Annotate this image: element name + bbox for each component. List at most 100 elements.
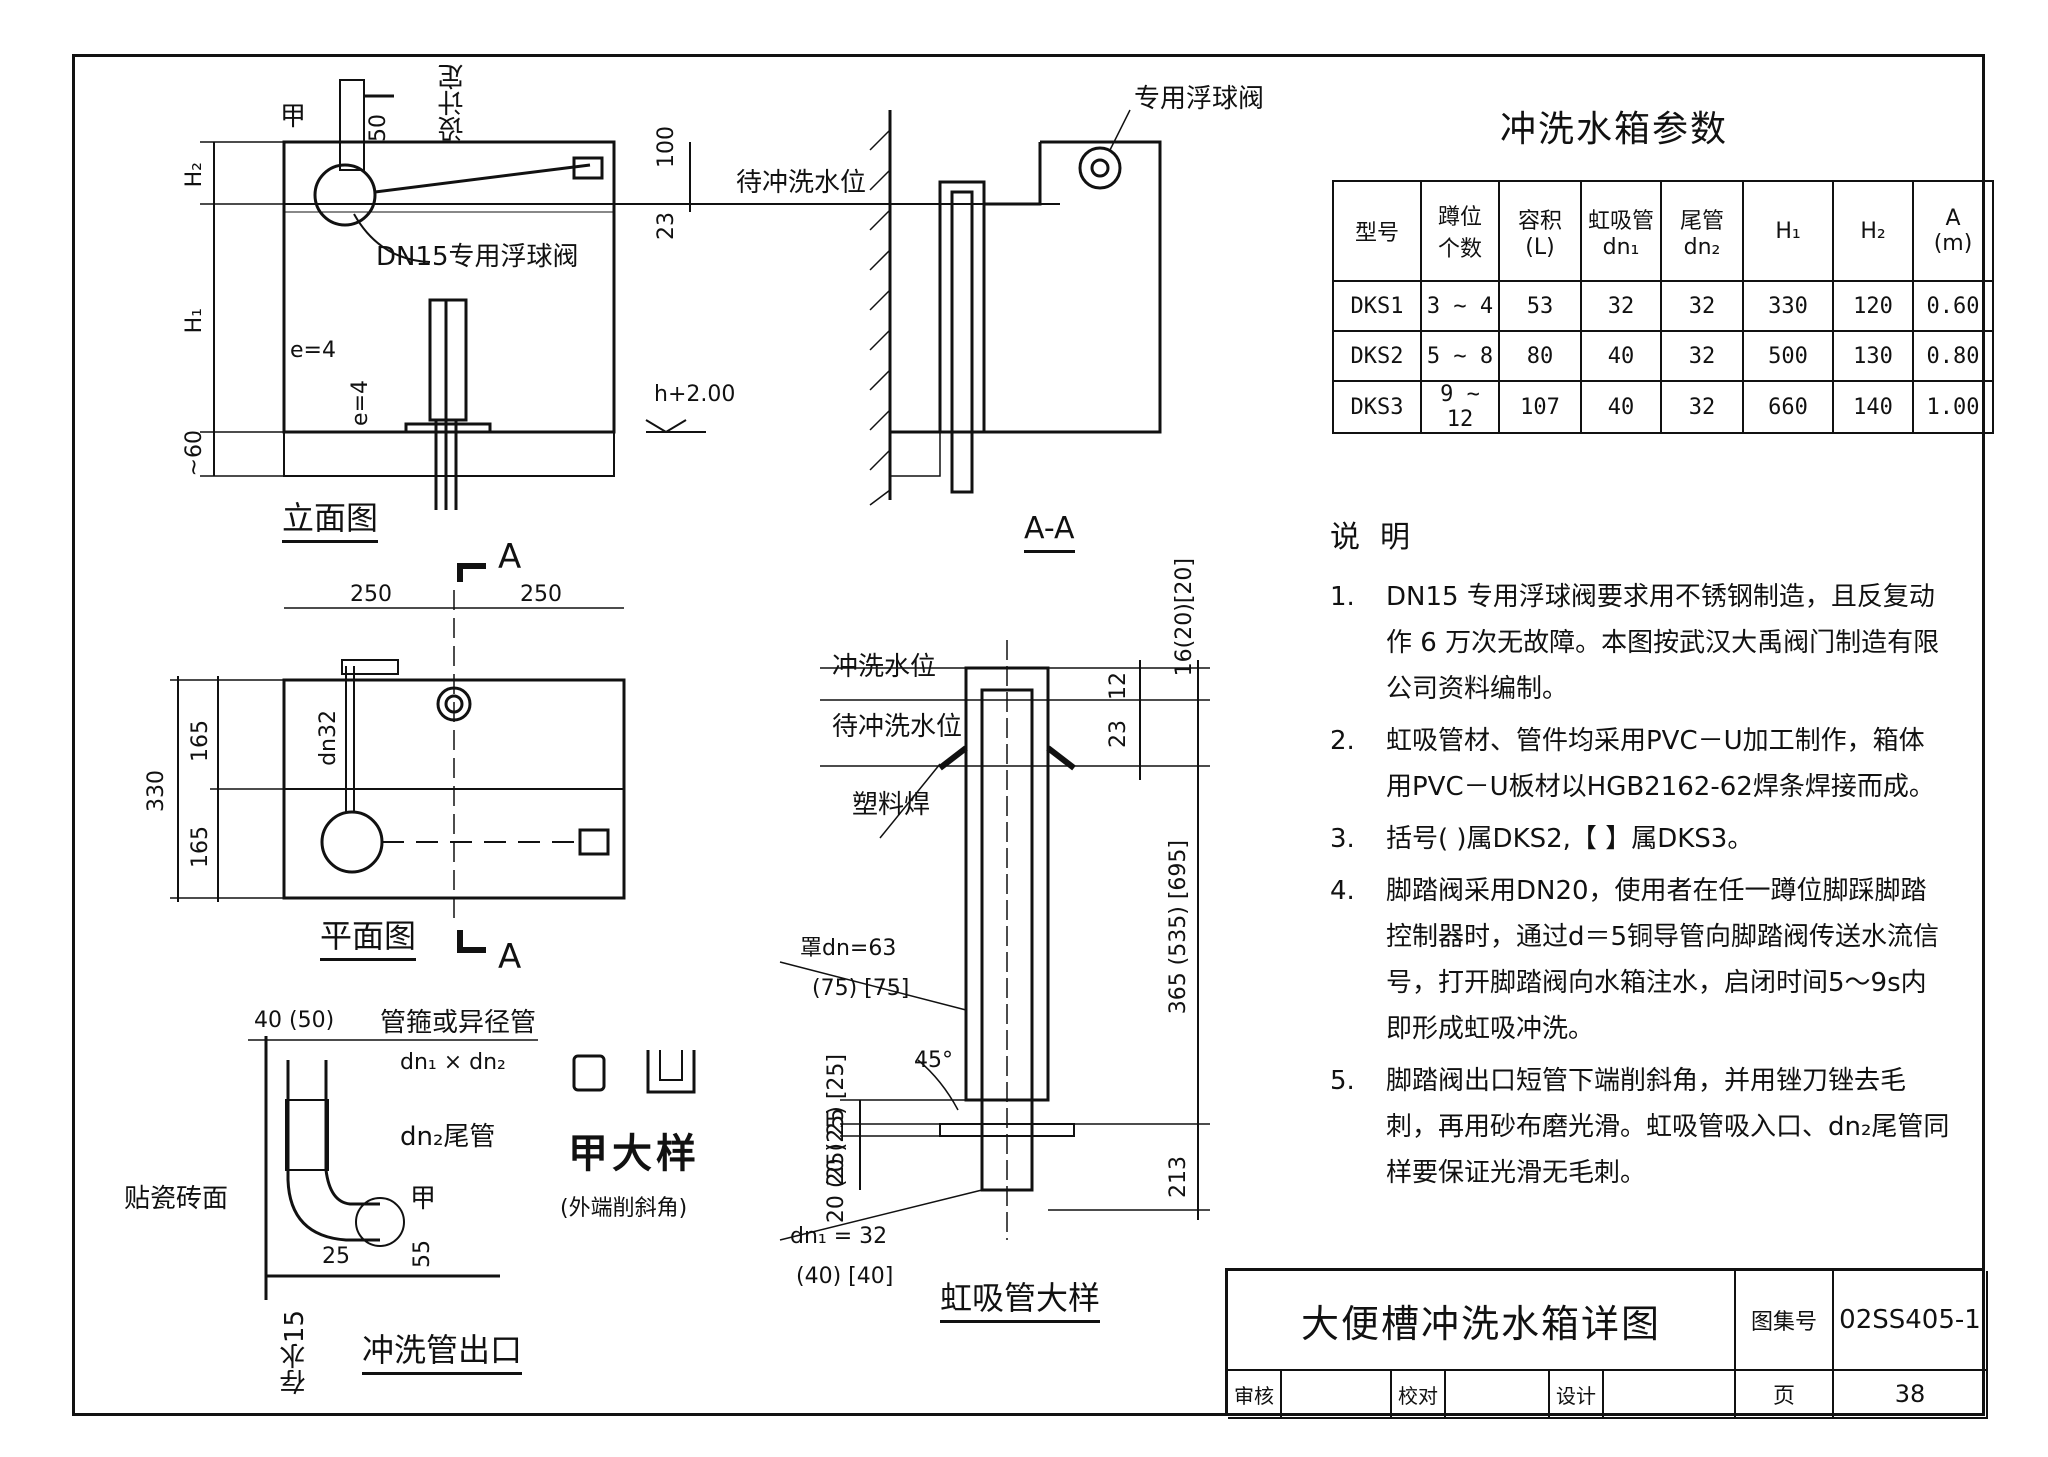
weld-label: 塑料焊 <box>852 790 931 820</box>
cell: 660 <box>1742 380 1834 434</box>
notes: 说明 1.DN15 专用浮球阀要求用不锈钢制造，且反复动作 6 万次无故障。本图… <box>1330 512 1950 1202</box>
cell: 120 <box>1832 280 1914 332</box>
cell: 130 <box>1832 330 1914 382</box>
section-title: A-A <box>1024 514 1075 553</box>
cell: 500 <box>1742 330 1834 382</box>
design-signature <box>1604 1371 1736 1419</box>
header-a: A (m) <box>1912 180 1994 282</box>
header-count: 蹲位 个数 <box>1420 180 1500 282</box>
dn1-alt: (40) [40] <box>796 1264 894 1289</box>
cell: 0.60 <box>1912 280 1994 332</box>
design-label: 设计 <box>1550 1371 1604 1419</box>
note-item: 3. 括号( )属DKS2,【 】属DKS3。 <box>1330 816 1950 862</box>
cell: DKS2 <box>1332 330 1422 382</box>
store-water: 存水15 <box>280 1310 310 1396</box>
cell: 40 <box>1580 330 1662 382</box>
section-mark-top: A <box>498 537 522 577</box>
note-text: 脚踏阀采用DN20，使用者在任一蹲位脚踩脚踏控制器时，通过d＝5铜导管向脚踏阀传… <box>1386 876 1940 1044</box>
section-siphon-hood <box>938 180 986 434</box>
dim-23: 23 <box>1106 720 1131 748</box>
table-row: DKS3 9 ~ 12 107 40 32 660 140 1.00 <box>1332 380 1994 434</box>
cell: DKS1 <box>1332 280 1422 332</box>
dim-w1: 250 <box>350 582 392 607</box>
drawing-title: 大便槽冲洗水箱详图 <box>1228 1271 1736 1371</box>
title-block: 大便槽冲洗水箱详图 图集号 02SS405-1 审核 校对 设计 页 38 <box>1225 1268 1988 1419</box>
level-mark: h+2.00 <box>654 382 736 407</box>
dim-12: 12 <box>1106 672 1131 700</box>
dim-h1: 165 <box>188 720 213 762</box>
dn32-label: dn32 <box>316 710 341 766</box>
table-row: DKS2 5 ~ 8 80 40 32 500 130 0.80 <box>1332 330 1994 382</box>
note-number: 3. <box>1330 824 1355 854</box>
header-dn1: 虹吸管 dn₁ <box>1580 180 1662 282</box>
elevation-tank-outline <box>282 140 616 434</box>
dim-365: 365 (535) [695] <box>1166 840 1191 1015</box>
dim-55: 55 <box>410 1240 435 1268</box>
note-item: 5.脚踏阀出口短管下端削斜角，并用锉刀锉去毛刺，再用砂布磨光滑。虹吸管吸入口、d… <box>1330 1058 1950 1196</box>
note-number: 2. <box>1330 726 1355 756</box>
dn1-label: dn₁ = 32 <box>790 1224 888 1249</box>
wait-level: 待冲洗水位 <box>832 712 963 742</box>
header-model: 型号 <box>1332 180 1422 282</box>
flush-level: 冲洗水位 <box>832 652 937 682</box>
cell: 107 <box>1498 380 1582 434</box>
header-dn2: 尾管 dn₂ <box>1660 180 1744 282</box>
float-valve-label: DN15专用浮球阀 <box>376 242 579 272</box>
note-number: 5. <box>1330 1066 1355 1096</box>
section-mark-bottom: A <box>498 937 522 977</box>
dim-60: ~60 <box>182 430 207 477</box>
note-number: 4. <box>1330 876 1355 906</box>
dim-h2: 165 <box>188 826 213 868</box>
hoop-size: dn₁ × dn₂ <box>400 1050 506 1075</box>
outlet-title: 冲洗管出口 <box>362 1334 523 1375</box>
float-ball <box>313 163 377 227</box>
elevation-base <box>283 431 615 477</box>
marker-jia: 甲 <box>280 102 307 132</box>
elevation-siphon <box>428 298 468 422</box>
dim-w2: 250 <box>520 582 562 607</box>
cell: 32 <box>1660 330 1744 382</box>
note-item: 2.虹吸管材、管件均采用PVC－U加工制作，箱体用PVC－U板材以HGB2162… <box>1330 718 1950 810</box>
dim-100: 100 <box>654 126 679 168</box>
dim-50: 50 <box>366 114 391 142</box>
dim-40: 40 (50) <box>254 1008 335 1033</box>
atlas-label: 图集号 <box>1736 1271 1834 1371</box>
note-item: 1.DN15 专用浮球阀要求用不锈钢制造，且反复动作 6 万次无故障。本图按武汉… <box>1330 574 1950 712</box>
dim-16: 16(20)[20] <box>1172 558 1197 677</box>
header-h1: H₁ <box>1742 180 1834 282</box>
check-signature <box>1446 1371 1550 1419</box>
header-volume: 容积 (L) <box>1498 180 1582 282</box>
cell: 9 ~ 12 <box>1420 380 1500 434</box>
valve-label: 专用浮球阀 <box>1134 84 1265 114</box>
cell: 40 <box>1580 380 1662 434</box>
designer-set-label: 设计定 <box>438 64 468 142</box>
drawing-frame <box>72 54 1985 1416</box>
plan-title: 平面图 <box>320 920 417 961</box>
note-number: 1. <box>1330 582 1355 612</box>
cell: 1.00 <box>1912 380 1994 434</box>
dim-23: 23 <box>654 212 679 240</box>
cell: 0.80 <box>1912 330 1994 382</box>
cell: 32 <box>1580 280 1662 332</box>
cell: 5 ~ 8 <box>1420 330 1500 382</box>
page-label: 页 <box>1736 1371 1834 1419</box>
note-text: 括号( )属DKS2,【 】属DKS3。 <box>1386 824 1754 854</box>
notes-heading: 说明 <box>1330 520 1430 555</box>
tile-label: 贴瓷砖面 <box>124 1184 229 1214</box>
table-row: DKS1 3 ~ 4 53 32 32 330 120 0.60 <box>1332 280 1994 332</box>
dim-213: 213 <box>1166 1156 1191 1198</box>
siphon-title: 虹吸管大样 <box>940 1282 1101 1323</box>
cell: 53 <box>1498 280 1582 332</box>
cell: DKS3 <box>1332 380 1422 434</box>
dim-25: 25 <box>322 1244 350 1269</box>
note-item: 4. 脚踏阀采用DN20，使用者在任一蹲位脚踩脚踏控制器时，通过d＝5铜导管向脚踏… <box>1330 868 1950 1052</box>
dim-20-25-b: 20 (25) 25 <box>824 1108 849 1224</box>
cell: 32 <box>1660 380 1744 434</box>
cell: 140 <box>1832 380 1914 434</box>
hood-alt: (75) [75] <box>812 976 910 1001</box>
dim-h2: H₂ <box>182 162 207 188</box>
params-table: 型号 蹲位 个数 容积 (L) 虹吸管 dn₁ 尾管 dn₂ H₁ H₂ A (… <box>1332 180 1994 434</box>
dim-h1: H₁ <box>182 308 207 334</box>
hoop-label: 管箍或异径管 <box>380 1008 537 1038</box>
